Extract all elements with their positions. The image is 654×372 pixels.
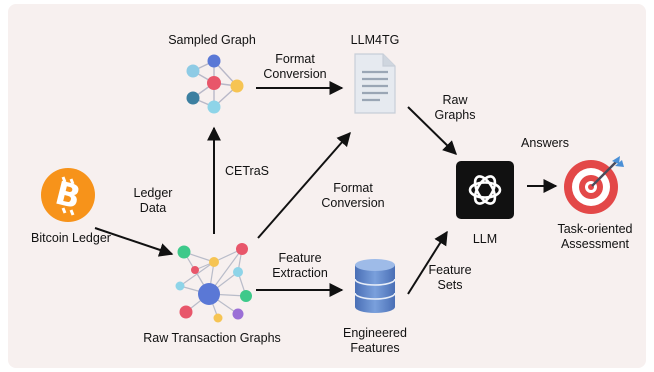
node-label-sampled-graph: Sampled Graph (168, 33, 256, 47)
edge-label-format-conversion-top: Format Conversion (263, 52, 327, 81)
node-label-task-oriented-assessment: Task-oriented Assessment (557, 222, 633, 251)
flow-arrows (94, 81, 558, 297)
arrow-ledger-to-raw (94, 227, 174, 257)
node-label-raw-transaction-graphs: Raw Transaction Graphs (143, 331, 281, 345)
edge-label-cetras: CETraS (225, 164, 269, 178)
openai-logo-icon (456, 161, 514, 219)
node-label-llm: LLM (472, 232, 498, 246)
edge-label-raw-graphs: Raw Graphs (434, 93, 476, 122)
edge-label-ledger-data: Ledger Data (133, 186, 173, 215)
transaction-graph-icon (175, 243, 252, 323)
target-icon (564, 156, 624, 214)
edge-label-answers: Answers (521, 136, 569, 150)
bitcoin-icon: B (41, 168, 95, 222)
edge-label-feature-extraction: Feature Extraction (272, 251, 328, 280)
diagram-background (8, 4, 646, 368)
arrow-llm4tg-to-llm (407, 106, 458, 155)
edge-label-format-conversion-mid: Format Conversion (321, 181, 385, 210)
node-label-bitcoin-ledger: Bitcoin Ledger (31, 231, 111, 245)
node-label-engineered-features: Engineered Features (343, 326, 407, 355)
database-icon (354, 259, 396, 313)
graph-network-icon (186, 54, 244, 114)
edge-label-feature-sets: Feature Sets (428, 263, 472, 292)
node-label-llm4tg: LLM4TG (350, 33, 400, 47)
arrow-features-to-llm (407, 230, 448, 295)
arrow-raw-to-llm4tg (257, 131, 351, 239)
document-icon (354, 53, 396, 114)
